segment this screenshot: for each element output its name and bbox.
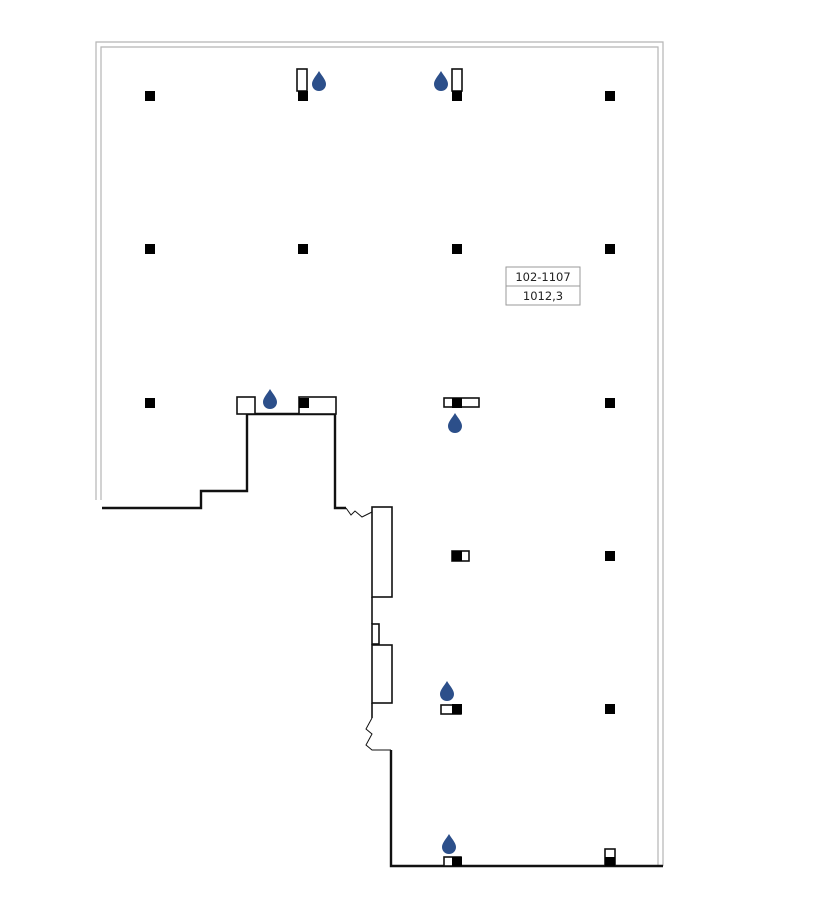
columns <box>145 91 615 714</box>
riser-box-icon <box>236 396 256 415</box>
door-mark-upper <box>345 507 373 518</box>
unit-area: 1012,3 <box>523 289 563 303</box>
corridor-panel-upper <box>371 506 393 598</box>
column-icon <box>452 244 462 254</box>
corridor-panel-lower <box>371 644 393 704</box>
column-icon <box>452 857 462 866</box>
riser-box-icon <box>451 68 463 92</box>
column-icon <box>605 857 615 866</box>
column-icon <box>298 244 308 254</box>
water-drop-icon <box>312 71 326 91</box>
wall-west-notch <box>102 412 346 510</box>
inner-boundary-line <box>100 46 659 866</box>
unit-label: 102-1107 1012,3 <box>505 266 581 306</box>
outer-boundary <box>95 41 664 866</box>
column-icon <box>145 244 155 254</box>
door-mark-lower <box>365 717 391 751</box>
column-icon <box>605 551 615 561</box>
water-drop-icon <box>448 413 462 433</box>
walls <box>102 412 663 868</box>
column-icon <box>299 398 309 408</box>
column-icon <box>605 704 615 714</box>
corridor-panel-small <box>371 623 380 645</box>
water-drop-icon <box>440 681 454 701</box>
wall-south <box>389 750 663 868</box>
column-icon <box>452 704 462 714</box>
door-marks <box>345 507 391 751</box>
water-drop-icon <box>442 834 456 854</box>
unit-id: 102-1107 <box>515 270 570 284</box>
water-drops <box>263 71 462 854</box>
water-drop-icon <box>263 389 277 409</box>
column-icon <box>145 91 155 101</box>
outer-boundary-line <box>95 41 664 866</box>
column-icon <box>145 398 155 408</box>
riser-box-icon <box>296 68 308 92</box>
risers <box>236 68 616 867</box>
water-drop-icon <box>434 71 448 91</box>
column-icon <box>452 551 462 561</box>
column-icon <box>298 91 308 101</box>
column-icon <box>605 244 615 254</box>
column-icon <box>605 91 615 101</box>
column-icon <box>452 91 462 101</box>
column-icon <box>605 398 615 408</box>
corridor-wall <box>371 506 393 718</box>
column-icon <box>452 398 462 408</box>
